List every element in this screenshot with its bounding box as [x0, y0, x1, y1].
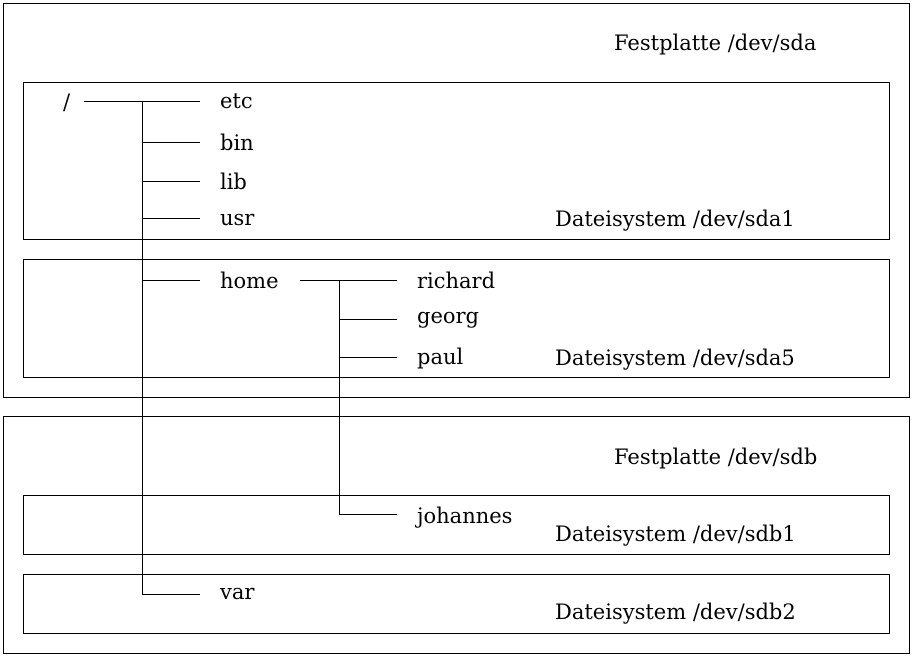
disk-sdb-label: Festplatte /dev/sdb	[614, 445, 817, 469]
tree-root: /	[63, 90, 71, 114]
fs-sda1-label: Dateisystem /dev/sda1	[555, 207, 795, 231]
tree-node-johannes: johannes	[414, 504, 512, 528]
fs-sdb2-box	[23, 574, 890, 634]
disk-sda-box	[3, 3, 910, 398]
tree-node-bin: bin	[220, 131, 254, 155]
tree-node-etc: etc	[220, 89, 253, 113]
tree-node-lib: lib	[220, 170, 247, 194]
disk-sdb-box	[3, 416, 910, 654]
tree-node-paul: paul	[417, 345, 463, 369]
fs-sdb2-label: Dateisystem /dev/sdb2	[555, 600, 796, 624]
tree-node-home: home	[220, 269, 279, 293]
fs-sda5-label: Dateisystem /dev/sda5	[555, 346, 795, 370]
tree-node-var: var	[219, 580, 255, 604]
tree-node-georg: georg	[417, 304, 479, 328]
fs-sdb1-label: Dateisystem /dev/sdb1	[555, 522, 796, 546]
fs-sda5-box	[23, 259, 890, 378]
fs-sdb1-box	[23, 495, 890, 555]
fs-sda1-box	[23, 82, 890, 240]
tree-node-usr: usr	[220, 206, 255, 230]
tree-lines	[84, 101, 397, 595]
tree-node-richard: richard	[417, 269, 495, 293]
disk-sda-label: Festplatte /dev/sda	[614, 31, 816, 55]
